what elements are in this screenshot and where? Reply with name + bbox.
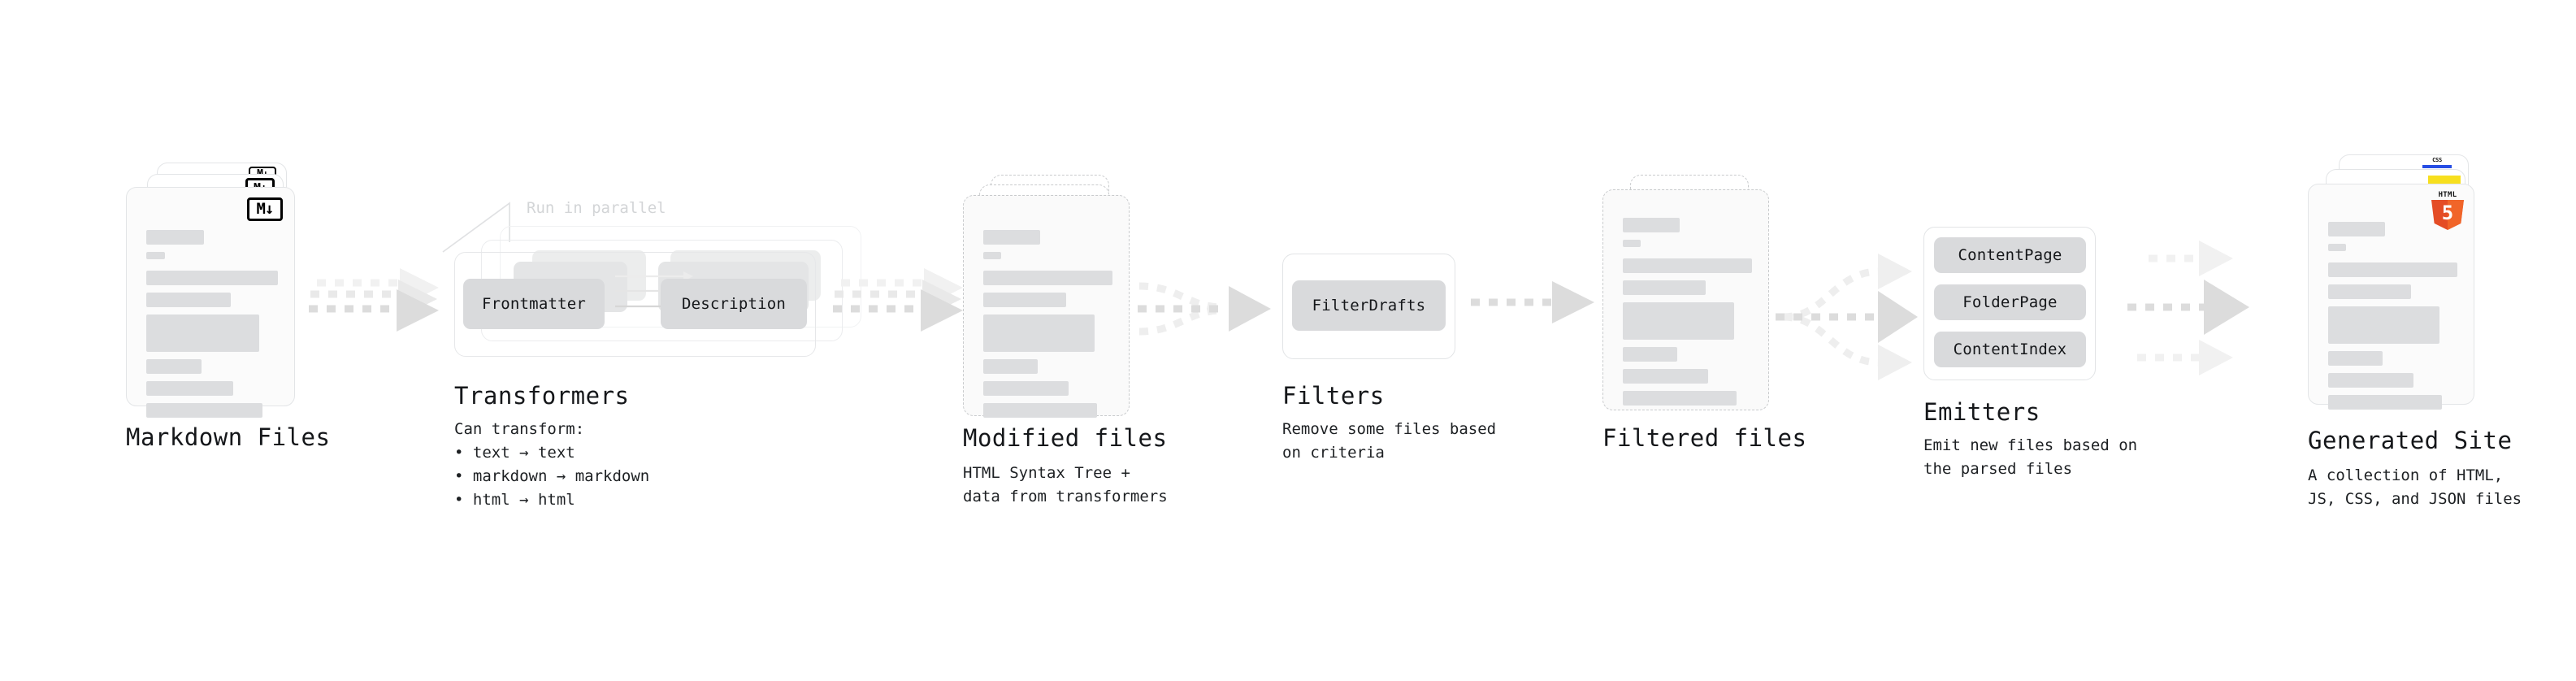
transformer-pill-description: Description: [661, 279, 807, 329]
content-bar: [146, 293, 231, 307]
content-bar: [983, 314, 1095, 352]
content-bar: [146, 314, 260, 352]
content-bar: [983, 252, 1002, 259]
content-bar: [2328, 222, 2385, 236]
content-bar: [1623, 218, 1680, 232]
content-bar: [146, 403, 262, 418]
content-bar: [1623, 280, 1706, 295]
arrow-md-to-transformers: [309, 268, 447, 345]
emitter-pill-folderpage: FolderPage: [1934, 284, 2086, 320]
arrow-modified-to-filters: [1138, 260, 1284, 358]
emitter-pill-contentpage: ContentPage: [1934, 237, 2086, 273]
generated-site-stack: CSS HTML 5: [2308, 154, 2527, 431]
content-bar: [2328, 373, 2413, 388]
content-bar: [1623, 369, 1708, 384]
content-bar: [146, 252, 165, 259]
generated-site-desc: A collection of HTML, JS, CSS, and JSON …: [2308, 466, 2522, 508]
emitters-desc: Emit new files based on the parsed files: [1923, 436, 2138, 478]
modified-doc-front: [963, 195, 1130, 418]
site-doc-front: HTML 5: [2308, 184, 2474, 410]
emitters-title: Emitters: [1923, 398, 2040, 426]
generated-site-title: Generated Site: [2308, 427, 2513, 454]
content-bar: [1623, 258, 1752, 273]
filtered-doc-front: [1602, 189, 1769, 410]
filter-pill-filterdrafts: FilterDrafts: [1292, 280, 1446, 331]
markdown-doc-front: M↓: [126, 187, 295, 418]
emitter-pill-contentindex: ContentIndex: [1934, 332, 2086, 367]
css-badge-label: CSS: [2432, 157, 2442, 163]
arrow-transformers-to-modified: [833, 268, 971, 345]
modified-files-stack: [963, 175, 1158, 435]
transformers-title: Transformers: [454, 382, 630, 410]
html5-icon-digit: 5: [2441, 202, 2454, 224]
content-bar: [983, 359, 1038, 374]
content-bar: [983, 230, 1040, 245]
markdown-badge-front: M↓: [247, 197, 283, 221]
content-bar: [983, 271, 1112, 285]
filtered-doc-content: [1623, 218, 1752, 413]
markdown-files-stack: M↓ M↓ M↓: [126, 163, 337, 431]
arrow-filtered-to-emitters: [1776, 244, 1918, 382]
content-bar: [2328, 284, 2411, 299]
content-bar: [146, 230, 205, 245]
site-doc-content: [2328, 222, 2457, 417]
content-bar: [146, 359, 202, 374]
filters-title: Filters: [1282, 382, 1385, 410]
content-bar: [983, 403, 1097, 418]
filtered-files-title: Filtered files: [1602, 424, 1807, 452]
modified-files-title: Modified files: [963, 424, 1168, 452]
content-bar: [146, 271, 278, 285]
modified-doc-content: [983, 230, 1112, 425]
css-badge: CSS: [2422, 157, 2452, 168]
content-bar: [2328, 306, 2439, 344]
html5-icon-label: HTML: [2438, 191, 2457, 199]
html5-icon: HTML 5: [2431, 191, 2465, 230]
content-bar: [2328, 351, 2383, 366]
arrow-emitters-to-site: [2113, 234, 2255, 380]
content-bar: [146, 381, 233, 396]
transformers-panel-front: [454, 252, 816, 357]
filtered-files-stack: [1602, 175, 1798, 435]
transformer-pill-frontmatter: Frontmatter: [463, 279, 605, 329]
content-bar: [1623, 347, 1677, 362]
content-bar: [2328, 262, 2457, 277]
content-bar: [2328, 244, 2347, 251]
run-in-parallel-label: Run in parallel: [527, 199, 666, 217]
content-bar: [983, 293, 1066, 307]
content-bar: [1623, 302, 1734, 340]
transformers-desc: Can transform: • text → text • markdown …: [454, 420, 650, 509]
markdown-files-title: Markdown Files: [126, 423, 331, 451]
markdown-doc-content: [146, 230, 278, 425]
content-bar: [1623, 240, 1641, 247]
filters-desc: Remove some files based on criteria: [1282, 420, 1497, 462]
modified-files-desc: HTML Syntax Tree + data from transformer…: [963, 464, 1168, 505]
css-badge-bar: [2422, 165, 2452, 168]
content-bar: [983, 381, 1069, 396]
content-bar: [1623, 391, 1737, 406]
arrow-filters-to-filtered: [1471, 278, 1601, 327]
content-bar: [2328, 395, 2442, 410]
